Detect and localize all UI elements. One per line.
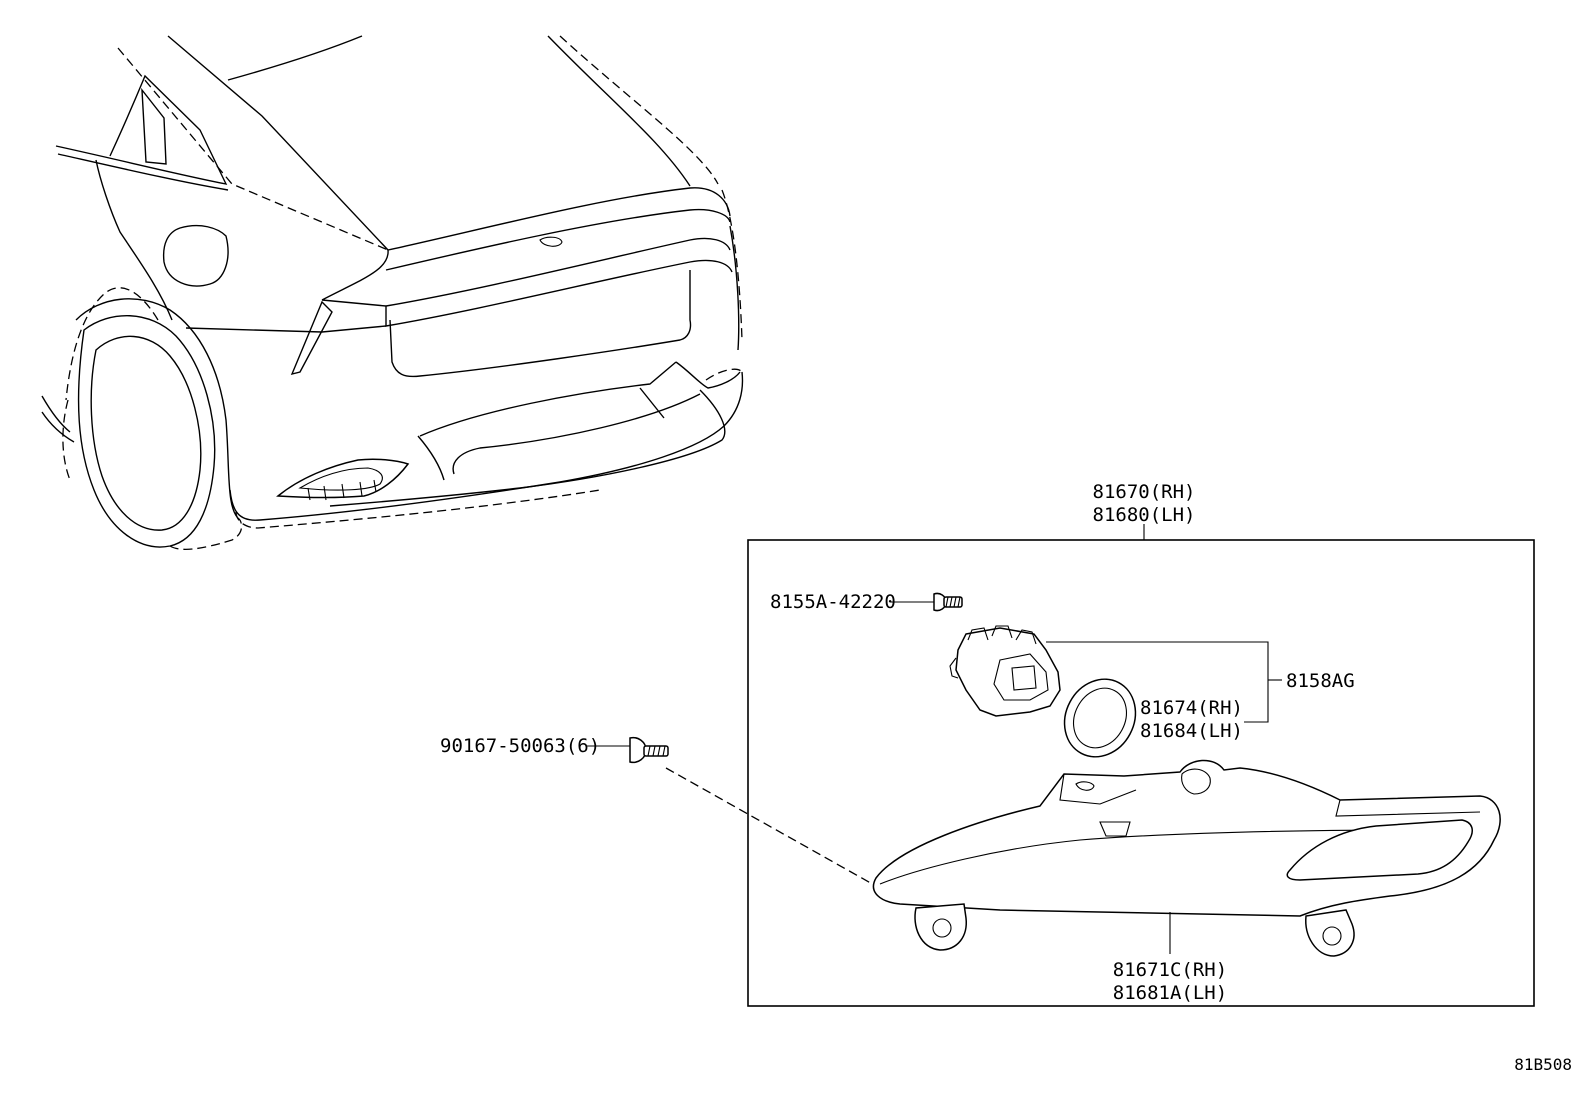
bolt-part-label: 90167-50063(6) (440, 735, 600, 757)
screw-group: 8155A-42220 (770, 591, 963, 613)
reflector-lens-icon (872, 759, 1501, 957)
bolt-icon (629, 736, 669, 764)
vehicle-rear-illustration (41, 35, 744, 550)
bulb-socket-part-label: 8158AG (1286, 670, 1355, 692)
reflector-lens-group: 81671C(RH) 81681A(LH) (872, 759, 1501, 1004)
gasket-ring-icon (1063, 678, 1137, 758)
assembly-part-rh-label: 81670(RH) (1093, 481, 1196, 503)
gasket-rh-label: 81674(RH) (1140, 697, 1243, 719)
gasket-group: 81674(RH) 81684(LH) (1063, 678, 1243, 758)
gasket-lh-label: 81684(LH) (1140, 720, 1243, 742)
assembly-part-lh-label: 81680(LH) (1093, 504, 1196, 526)
diagram-code: 81B508 (1514, 1055, 1572, 1074)
screw-icon (933, 592, 963, 612)
bolt-group: 90167-50063(6) (440, 735, 877, 887)
assembly-label: 81670(RH) 81680(LH) (1093, 481, 1196, 540)
lens-lh-label: 81681A(LH) (1113, 982, 1227, 1004)
assembly-boundary-box (747, 539, 1535, 1007)
screw-part-label: 8155A-42220 (770, 591, 896, 613)
lens-rh-label: 81671C(RH) (1113, 959, 1227, 981)
bulb-socket-icon (949, 625, 1061, 717)
bulb-socket-group: 8158AG (949, 625, 1355, 723)
